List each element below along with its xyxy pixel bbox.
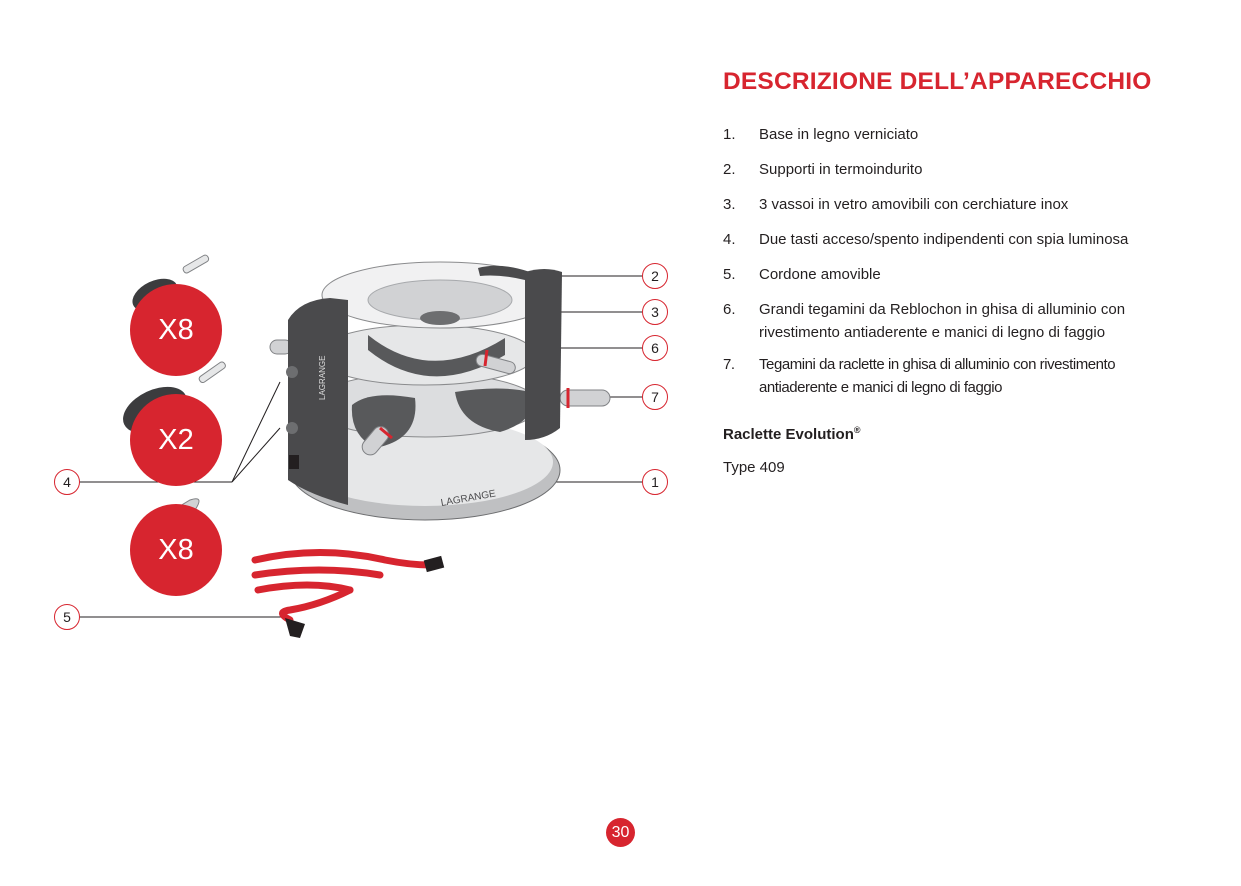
power-socket bbox=[289, 455, 299, 469]
list-item: 4.Due tasti acceso/spento indipendenti c… bbox=[723, 231, 1129, 248]
support-right bbox=[525, 269, 562, 440]
cord-connector bbox=[423, 555, 445, 573]
registered-mark: ® bbox=[853, 425, 861, 435]
callout-4: 4 bbox=[54, 469, 80, 495]
model-name: Raclette Evolution® bbox=[723, 425, 861, 443]
page-number: 30 bbox=[606, 818, 635, 847]
appliance-illustration: LAGRANGE LAGRANGE bbox=[79, 254, 643, 638]
callout-1: 1 bbox=[642, 469, 668, 495]
list-item: 6.Grandi tegamini da Reblochon in ghisa … bbox=[723, 301, 1126, 341]
list-item: 5.Cordone amovible bbox=[723, 266, 881, 283]
base-top bbox=[297, 418, 553, 506]
badge-reblochon-pans: X2 bbox=[130, 394, 222, 486]
pan-handle bbox=[361, 426, 389, 456]
power-cord bbox=[251, 549, 434, 624]
list-item: 7.Tegamini da raclette in ghisa di allum… bbox=[723, 356, 1116, 396]
callout-3: 3 bbox=[642, 299, 668, 325]
support-logo: LAGRANGE bbox=[318, 356, 327, 400]
list-item: 2.Supporti in termoindurito bbox=[723, 161, 923, 178]
callout-6: 6 bbox=[642, 335, 668, 361]
reblochon-pan bbox=[368, 335, 505, 377]
raclette-pan-right bbox=[455, 388, 532, 432]
badge-spatulas: X8 bbox=[130, 504, 222, 596]
callout-5: 5 bbox=[54, 604, 80, 630]
list-item: 1.Base in legno verniciato bbox=[723, 126, 919, 143]
list-item: 3.3 vassoi in vetro amovibili con cerchi… bbox=[723, 196, 1069, 213]
power-switch-top bbox=[286, 366, 298, 378]
callout-7: 7 bbox=[642, 384, 668, 410]
callout-2: 2 bbox=[642, 263, 668, 289]
grill-center bbox=[420, 311, 460, 325]
raclette-pan-left bbox=[351, 395, 416, 448]
page-title: DESCRIZIONE DELL’APPARECCHIO bbox=[723, 68, 1152, 95]
power-switch-bottom bbox=[286, 422, 298, 434]
badge-large-pans: X8 bbox=[130, 284, 222, 376]
parts-list: 1.Base in legno verniciato 2.Supporti in… bbox=[723, 123, 1193, 411]
plug bbox=[285, 618, 305, 638]
support-left bbox=[288, 298, 348, 505]
model-type: Type 409 bbox=[723, 459, 785, 476]
